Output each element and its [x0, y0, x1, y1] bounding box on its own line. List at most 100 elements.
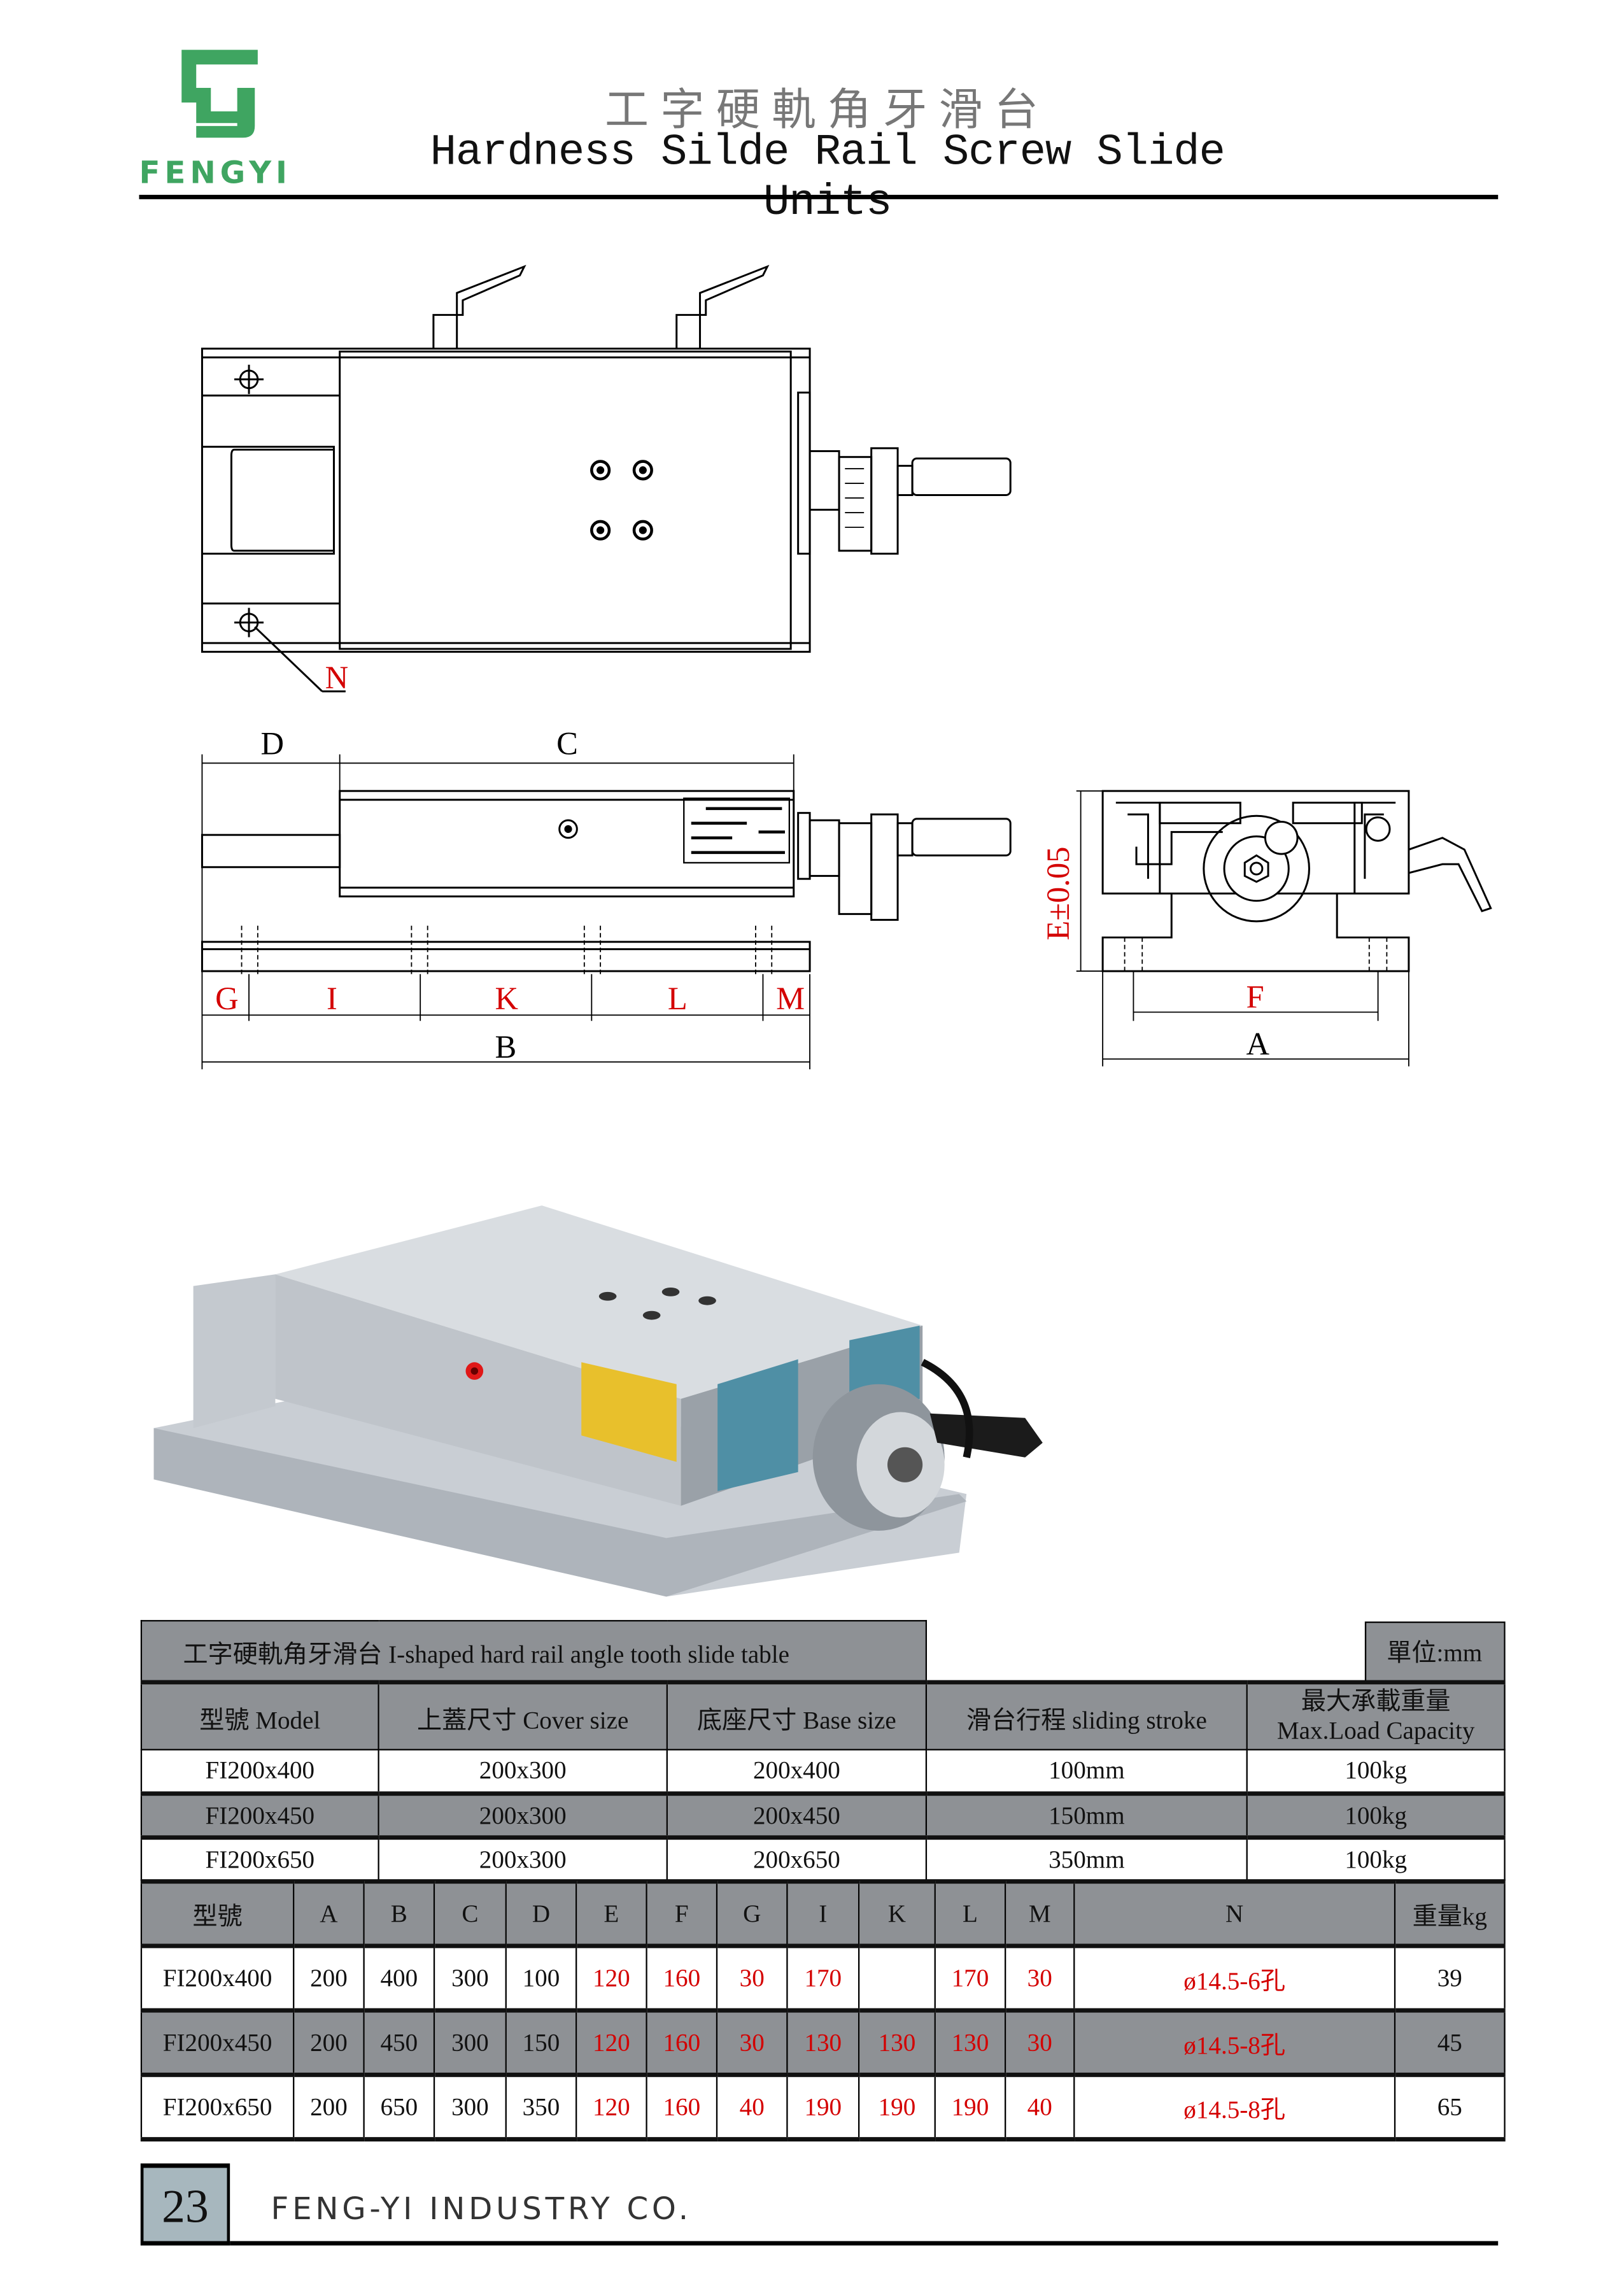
- dimension-cell: 160: [646, 1943, 718, 2012]
- header-max-load-cn: 最大承載重量: [1301, 1687, 1451, 1715]
- dimension-cell: 200: [293, 2008, 365, 2076]
- dimension-cell: 130: [934, 2008, 1006, 2076]
- dimension-cell: 30: [716, 1943, 788, 2012]
- unit-cell-wrapper: 單位:mm: [926, 1620, 1505, 1682]
- dimension-cell: 120: [575, 2072, 647, 2142]
- spec-cell: 100mm: [925, 1749, 1248, 1794]
- dimension-header-cell: D: [505, 1879, 577, 1947]
- header-max-load-en: Max.Load Capacity: [1276, 1716, 1475, 1745]
- label-M: M: [776, 981, 805, 1016]
- label-I: I: [327, 981, 337, 1016]
- title-english: Hardness Silde Rail Screw Slide Units: [430, 129, 1225, 229]
- technical-drawing: N D C G I K L M B: [201, 264, 1492, 1070]
- dimension-header-cell: B: [363, 1879, 435, 1947]
- dimension-cell: 130: [786, 2008, 860, 2076]
- dimension-cell: 45: [1394, 2008, 1506, 2076]
- dimension-cell: 450: [363, 2008, 435, 2076]
- dimension-cell: 300: [433, 1943, 507, 2012]
- header-rule: [139, 194, 1499, 199]
- dimension-cell: 39: [1394, 1943, 1506, 2012]
- spec-cell: 100kg: [1246, 1835, 1506, 1881]
- dimension-header-cell: E: [575, 1879, 647, 1947]
- table-title-text: 工字硬軌角牙滑台 I-shaped hard rail angle tooth …: [183, 1640, 789, 1668]
- dimension-cell: 300: [433, 2008, 507, 2076]
- dimension-cell: 130: [858, 2008, 936, 2076]
- front-view: [201, 754, 1012, 1070]
- page-number: 23: [140, 2163, 230, 2246]
- dimension-cell: 190: [934, 2072, 1006, 2142]
- product-photo: [153, 1205, 1043, 1597]
- unit-label: 單位:mm: [1364, 1622, 1505, 1682]
- label-B: B: [495, 1029, 517, 1065]
- dimension-cell: 30: [1005, 1943, 1075, 2012]
- dimension-cell: ø14.5-8孔: [1073, 2072, 1396, 2142]
- spec-cell: 100kg: [1246, 1749, 1506, 1794]
- dimension-cell: [858, 1943, 936, 2012]
- spec-cell: 200x300: [378, 1749, 668, 1794]
- dimension-cell: ø14.5-6孔: [1073, 1943, 1396, 2012]
- dimension-cell: 40: [1005, 2072, 1075, 2142]
- dimension-header-cell: L: [934, 1879, 1006, 1947]
- spec-cell: 350mm: [925, 1835, 1248, 1881]
- label-A: A: [1246, 1026, 1270, 1061]
- dimension-cell: FI200x650: [140, 2072, 295, 2142]
- label-L: L: [668, 981, 688, 1016]
- dimension-cell: 200: [293, 1943, 365, 2012]
- dimension-cell: 65: [1394, 2072, 1506, 2142]
- dimension-cell: ø14.5-8孔: [1073, 2008, 1396, 2076]
- dimension-cell: 100: [505, 1943, 577, 2012]
- label-D: D: [260, 726, 284, 762]
- dimension-cell: 30: [1005, 2008, 1075, 2076]
- dimension-cell: 190: [858, 2072, 936, 2142]
- spec-table: 工字硬軌角牙滑台 I-shaped hard rail angle tooth …: [140, 1620, 1506, 1881]
- spec-cell: 100kg: [1246, 1791, 1506, 1838]
- spec-cell: 200x450: [666, 1791, 928, 1838]
- spec-cell: FI200x400: [140, 1749, 379, 1794]
- dimension-cell: 40: [716, 2072, 788, 2142]
- table-title: 工字硬軌角牙滑台 I-shaped hard rail angle tooth …: [140, 1620, 928, 1684]
- spec-cell: 200x650: [666, 1835, 928, 1881]
- dimension-header-cell: I: [786, 1879, 860, 1947]
- footer-rule: [230, 2241, 1499, 2246]
- header-base-size: 底座尺寸 Base size: [666, 1680, 928, 1750]
- dimension-cell: 120: [575, 2008, 647, 2076]
- spec-cell: 200x400: [666, 1749, 928, 1794]
- dimension-cell: 120: [575, 1943, 647, 2012]
- label-N: N: [325, 660, 349, 695]
- dimension-cell: 30: [716, 2008, 788, 2076]
- dimension-header-cell: 重量kg: [1394, 1879, 1506, 1947]
- dimension-cell: 150: [505, 2008, 577, 2076]
- side-view: [1076, 790, 1492, 1067]
- dimension-header-cell: K: [858, 1879, 936, 1947]
- header-cover-size: 上蓋尺寸 Cover size: [378, 1680, 668, 1750]
- dimension-header-cell: M: [1005, 1879, 1075, 1947]
- dimension-cell: 160: [646, 2008, 718, 2076]
- label-G: G: [215, 981, 239, 1016]
- company-name: FENG-YI INDUSTRY CO.: [271, 2191, 692, 2227]
- dimension-header-cell: F: [646, 1879, 718, 1947]
- fengyi-logo-icon: [181, 50, 258, 138]
- dimension-cell: 200: [293, 2072, 365, 2142]
- spec-cell: FI200x650: [140, 1835, 379, 1881]
- dimension-header-cell: A: [293, 1879, 365, 1947]
- label-C: C: [556, 726, 578, 762]
- logo-text: FENGYI: [139, 155, 292, 191]
- dimension-cell: 400: [363, 1943, 435, 2012]
- dimension-cell: 650: [363, 2072, 435, 2142]
- spec-cell: 200x300: [378, 1835, 668, 1881]
- dimension-header-cell: N: [1073, 1879, 1396, 1947]
- dimension-cell: 300: [433, 2072, 507, 2142]
- dimension-cell: 350: [505, 2072, 577, 2142]
- header-model: 型號 Model: [140, 1680, 379, 1750]
- dimension-cell: FI200x400: [140, 1943, 295, 2012]
- dimension-cell: 170: [934, 1943, 1006, 2012]
- label-E: E±0.05: [1040, 847, 1076, 941]
- dimension-header-cell: G: [716, 1879, 788, 1947]
